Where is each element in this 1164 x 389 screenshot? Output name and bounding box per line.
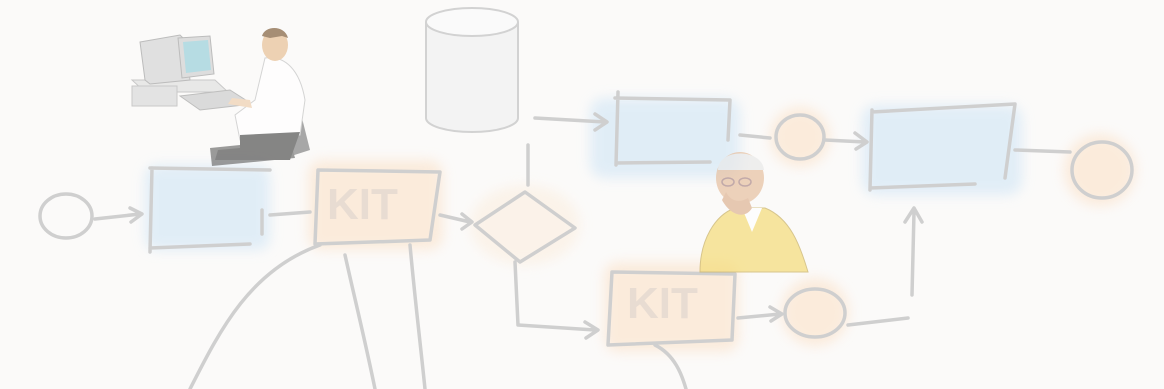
connector-kit-1-left	[188, 243, 322, 389]
task-box-2	[613, 90, 732, 167]
intermediate-event-circle-1	[774, 113, 826, 161]
connector-kit-1-mid	[343, 253, 377, 389]
arrow-to-gateway	[438, 212, 474, 231]
thinking-man-icon	[699, 152, 809, 273]
orange-wash-diamond	[470, 185, 580, 265]
orange-wash-kit-2	[604, 262, 739, 352]
task-box-3	[868, 102, 1017, 192]
kit-box-2	[606, 270, 737, 347]
orange-wash-kit-1	[308, 160, 443, 250]
blue-wash-2	[590, 98, 740, 178]
arrow-db-to-task-2	[533, 112, 609, 132]
connector-kit-2-down	[653, 343, 688, 389]
arrow-up-to-task-3	[903, 206, 924, 297]
kit-box-1	[313, 168, 442, 246]
gateway-down-line	[513, 260, 600, 340]
end-event-circle	[1070, 140, 1134, 200]
arrow-task-2-to-event	[738, 133, 772, 140]
database-cylinder-icon	[425, 7, 519, 133]
kit-label-2: KIT	[627, 279, 698, 328]
start-event-circle	[38, 192, 94, 240]
line-event-2-to-up	[846, 316, 910, 327]
arrow-to-kit-1	[268, 210, 312, 217]
kit-label-1: KIT	[327, 180, 398, 229]
computer-user-icon	[130, 27, 310, 166]
arrow-to-end-event	[1013, 148, 1072, 154]
task-box-1	[148, 166, 272, 254]
connector-kit-1-right	[408, 243, 427, 389]
gateway-diamond	[473, 190, 577, 264]
arrow-kit-2-to-event	[736, 305, 784, 323]
intermediate-event-circle-2	[783, 287, 847, 339]
arrow-start-to-task	[93, 206, 144, 224]
blue-wash-3	[862, 105, 1022, 195]
blue-wash-1	[145, 165, 270, 250]
arrow-event-to-task-3	[823, 131, 869, 151]
